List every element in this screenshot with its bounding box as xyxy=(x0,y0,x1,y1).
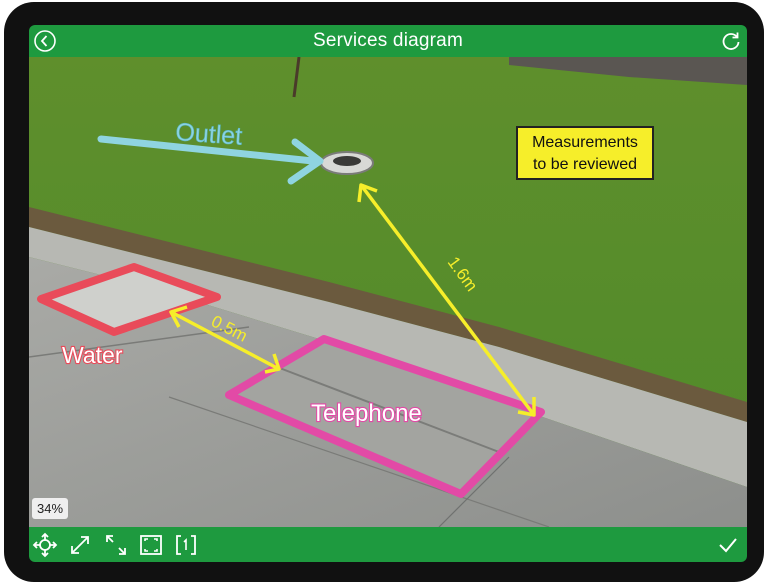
note-box: Measurements to be reviewed xyxy=(516,126,654,180)
bottom-toolbar xyxy=(29,527,747,562)
fence xyxy=(509,57,747,85)
telephone-label: Telephone xyxy=(311,400,422,427)
water-box xyxy=(37,263,221,336)
tablet-frame: Services diagram xyxy=(4,2,764,582)
resize-corners-icon[interactable] xyxy=(103,532,129,558)
tree-trunk xyxy=(292,57,301,98)
chevron-left-icon[interactable] xyxy=(33,29,57,53)
soil-edge xyxy=(29,207,747,422)
outlet-arrowhead xyxy=(287,138,324,185)
outlet-label: Outlet xyxy=(175,118,244,151)
bracket-frame-icon[interactable] xyxy=(173,532,199,558)
app-screen: Services diagram xyxy=(29,25,747,562)
water-label: Water xyxy=(62,342,123,368)
measure-short-head-a xyxy=(169,305,188,328)
measure-short-head-b xyxy=(264,353,281,374)
refresh-icon[interactable] xyxy=(719,29,743,53)
photo-canvas[interactable]: Outlet 0.5m 1.6m Water Telephone Measure… xyxy=(29,57,747,527)
telephone-box xyxy=(225,335,545,498)
checkmark-icon[interactable] xyxy=(715,532,741,558)
move-icon[interactable] xyxy=(32,532,58,558)
note-line-2: to be reviewed xyxy=(532,156,638,173)
measure-long-line xyxy=(359,183,536,417)
measure-short-line xyxy=(170,310,280,371)
zoom-level: 34% xyxy=(32,498,68,519)
measure-long-head-b xyxy=(517,397,536,417)
resize-diagonal-icon[interactable] xyxy=(67,532,93,558)
note-line-1: Measurements xyxy=(532,134,638,151)
outlet-arrow xyxy=(97,135,317,165)
page-title: Services diagram xyxy=(313,30,463,51)
fit-screen-icon[interactable] xyxy=(138,532,164,558)
measure-long-head-a xyxy=(357,183,378,203)
top-bar: Services diagram xyxy=(29,25,747,57)
